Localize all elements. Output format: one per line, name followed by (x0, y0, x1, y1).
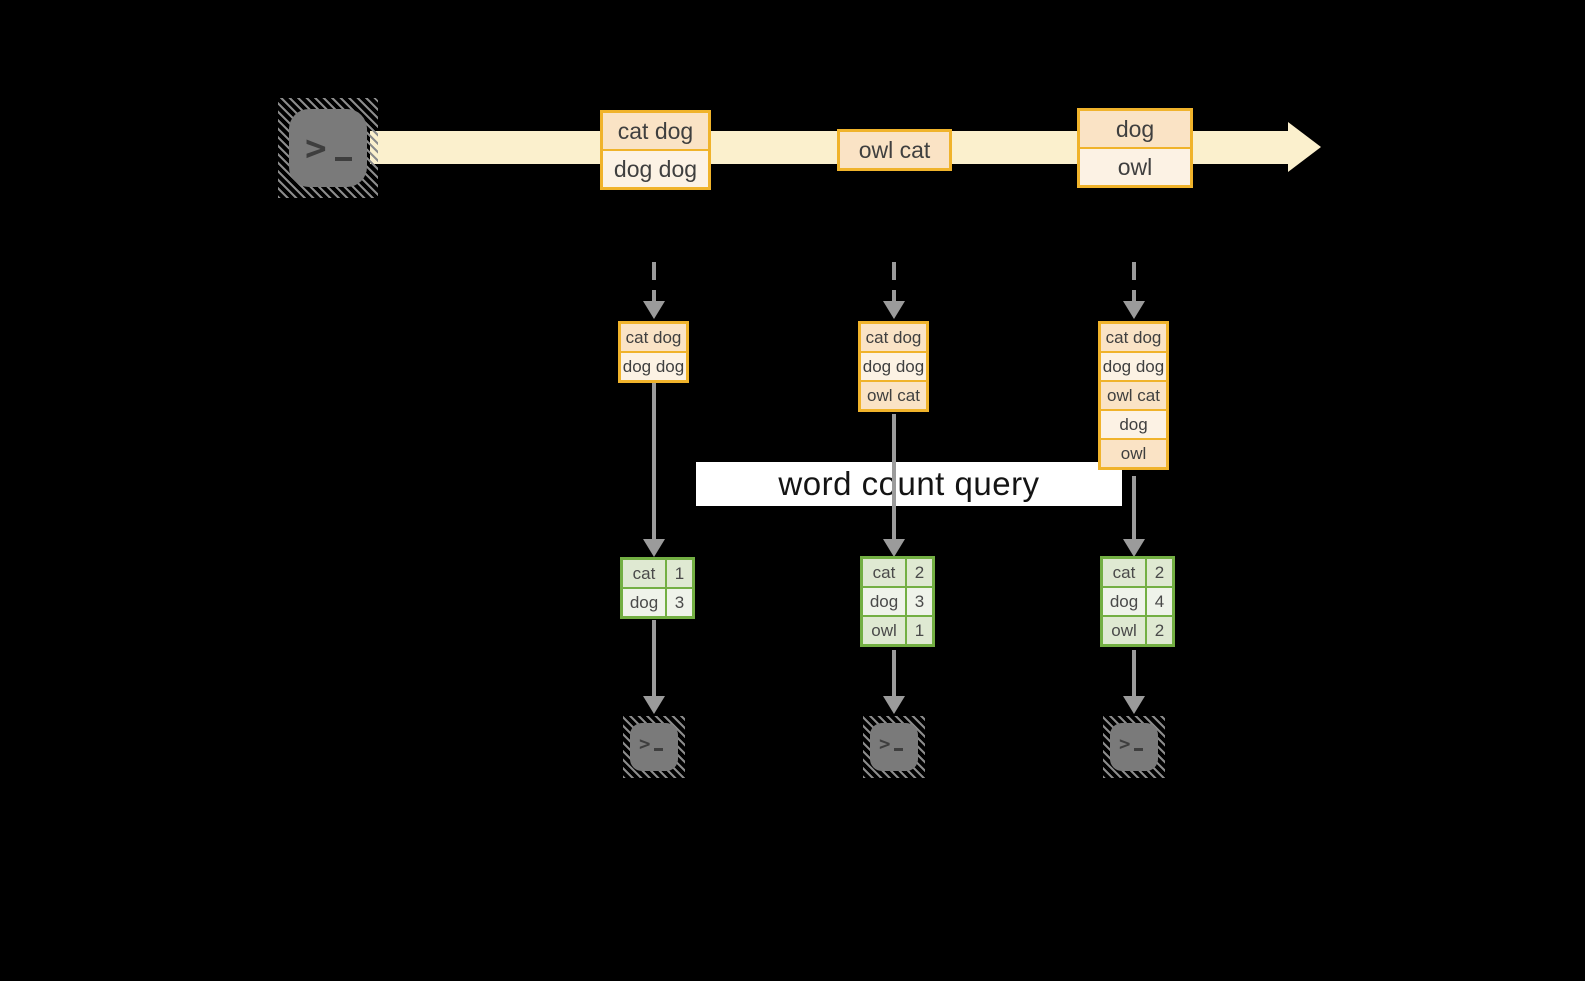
word-cell: cat (1103, 559, 1145, 586)
stack-row: owl cat (861, 382, 926, 409)
word-cell: owl (1103, 617, 1145, 644)
prompt-cursor-icon (334, 157, 352, 161)
accumulated-stream-stack-3: cat dog dog dog owl cat dog owl (1098, 321, 1169, 470)
dashed-arrow-line (1132, 262, 1136, 302)
prompt-chevron-icon: > (305, 128, 327, 169)
arrowhead-icon (1123, 301, 1145, 319)
arrowhead-icon (1123, 539, 1145, 557)
word-cell: owl (863, 617, 905, 644)
dashed-arrow-line (652, 262, 656, 302)
count-cell: 2 (907, 559, 932, 586)
count-cell: 3 (667, 589, 692, 616)
stack-row: cat dog (1101, 324, 1166, 351)
prompt-chevron-icon: > (639, 733, 651, 755)
stream-event-batch-1: cat dog dog dog (600, 110, 711, 190)
stack-row: cat dog (861, 324, 926, 351)
count-cell: 2 (1147, 617, 1172, 644)
count-cell: 4 (1147, 588, 1172, 615)
arrowhead-icon (643, 696, 665, 714)
terminal-screen: > (289, 109, 367, 187)
arrow-line (892, 650, 896, 697)
stack-row: owl cat (1101, 382, 1166, 409)
word-cell: dog (1103, 588, 1145, 615)
arrow-line (652, 383, 656, 540)
terminal-icon: > (863, 716, 925, 778)
stream-event-batch-2: owl cat (837, 129, 952, 171)
terminal-icon: > (278, 98, 378, 198)
stack-row: cat dog (621, 324, 686, 351)
wordcount-table-2: cat 2 dog 3 owl 1 (860, 556, 935, 647)
stack-row: dog dog (1101, 353, 1166, 380)
terminal-icon: > (623, 716, 685, 778)
event-text: cat dog (603, 113, 708, 149)
stack-row: owl (1101, 440, 1166, 467)
prompt-chevron-icon: > (879, 733, 891, 755)
prompt-cursor-icon (894, 748, 904, 751)
arrowhead-icon (1123, 696, 1145, 714)
count-cell: 1 (907, 617, 932, 644)
terminal-icon: > (1103, 716, 1165, 778)
count-cell: 3 (907, 588, 932, 615)
arrowhead-icon (883, 696, 905, 714)
arrow-line (892, 414, 896, 540)
arrowhead-icon (883, 301, 905, 319)
stream-timeline-arrowhead-icon (1288, 122, 1321, 172)
arrowhead-icon (643, 539, 665, 557)
stream-event-batch-3: dog owl (1077, 108, 1193, 188)
event-text: owl (1080, 149, 1190, 185)
count-cell: 2 (1147, 559, 1172, 586)
count-cell: 1 (667, 560, 692, 587)
stack-row: dog dog (861, 353, 926, 380)
accumulated-stream-stack-2: cat dog dog dog owl cat (858, 321, 929, 412)
wordcount-table-3: cat 2 dog 4 owl 2 (1100, 556, 1175, 647)
event-text: dog (1080, 111, 1190, 147)
word-cell: cat (863, 559, 905, 586)
word-cell: cat (623, 560, 665, 587)
prompt-chevron-icon: > (1119, 733, 1131, 755)
event-text: dog dog (603, 151, 708, 187)
arrowhead-icon (643, 301, 665, 319)
prompt-cursor-icon (654, 748, 664, 751)
stack-row: dog dog (621, 353, 686, 380)
wordcount-table-1: cat 1 dog 3 (620, 557, 695, 619)
terminal-screen: > (630, 723, 678, 771)
terminal-screen: > (1110, 723, 1158, 771)
terminal-screen: > (870, 723, 918, 771)
arrowhead-icon (883, 539, 905, 557)
dashed-arrow-line (892, 262, 896, 302)
arrow-line (1132, 650, 1136, 697)
accumulated-stream-stack-1: cat dog dog dog (618, 321, 689, 383)
event-text: owl cat (840, 132, 949, 168)
query-banner: word count query (696, 462, 1122, 506)
prompt-cursor-icon (1134, 748, 1144, 751)
arrow-line (652, 620, 656, 697)
word-cell: dog (623, 589, 665, 616)
arrow-line (1132, 476, 1136, 540)
word-cell: dog (863, 588, 905, 615)
stack-row: dog (1101, 411, 1166, 438)
query-banner-label: word count query (778, 465, 1040, 502)
